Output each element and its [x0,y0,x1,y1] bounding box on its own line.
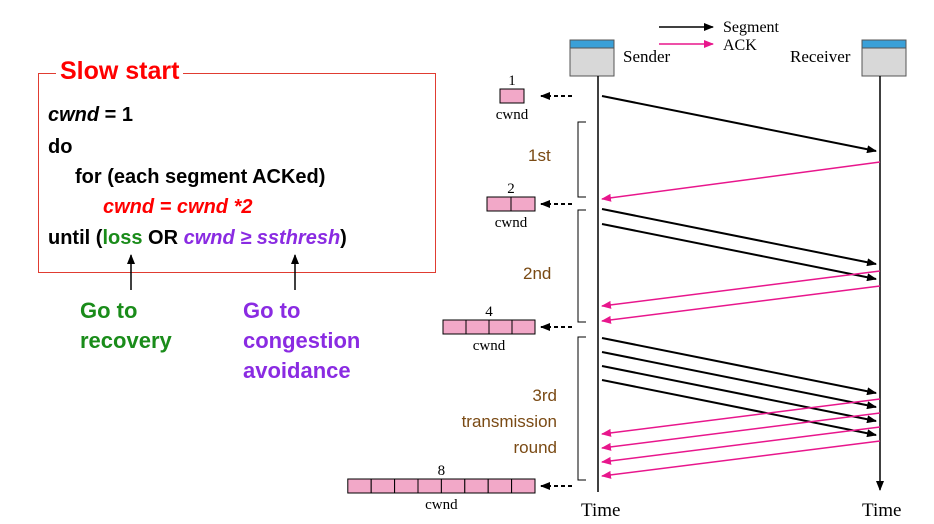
code-line-2: do [48,136,73,158]
code-line-1: cwnd = 1 [48,104,133,127]
round-3-label-line2: transmission [462,412,557,431]
ack-arrow-5 [601,412,881,451]
cwnd-var: cwnd [48,104,100,126]
ack-arrows [601,161,881,479]
segment-arrow-5 [601,351,877,410]
cwnd-label: cwnd [425,497,458,513]
cwnd-label: cwnd [496,107,529,123]
round-2-label: 2nd [523,264,551,283]
segment-arrow-2 [601,208,877,267]
cwnd-cell [417,478,442,494]
until-keyword: until ( [48,227,103,249]
cwnd-cell [465,319,490,335]
init-value: = 1 [99,104,134,126]
cwnd-size-label: 8 [438,463,446,479]
recovery-note-line1: Go to [80,298,138,323]
recovery-note-line2: recovery [80,328,172,353]
or-word: OR [142,227,184,249]
ack-arrow-2 [601,270,881,309]
ack-arrow-3 [601,285,881,324]
cwnd-window-8: 8 cwnd [347,463,536,513]
cwnd-cell [394,478,419,494]
cwnd-cell [370,478,396,494]
sender-label: Sender [623,47,671,66]
cwnd-size-label: 4 [485,304,493,320]
cwnd-window-2: 2 cwnd [486,181,536,231]
cwnd-window-1: 1 cwnd [496,73,529,123]
code-line-3: for (each segment ACKed) [75,166,326,188]
round-2-bracket [577,209,586,323]
sender-time-label: Time [581,500,620,521]
segment-arrow-7 [601,379,877,438]
avoidance-note-line3: avoidance [243,358,351,383]
legend-segment-label: Segment [723,19,780,36]
sender-icon [569,39,615,77]
cwnd-windows: 1 cwnd 2 cwnd 4 cwnd 8 cwnd [347,73,536,513]
loss-word: loss [102,227,143,249]
receiver-time-label: Time [862,500,901,521]
cwnd-cell [510,196,536,212]
ack-arrow-6 [601,426,881,465]
cwnd-size-label: 2 [507,181,515,197]
ssthresh-condition: cwnd ≥ ssthresh [183,227,341,249]
slow-start-box [38,73,436,273]
close-paren: ) [340,227,347,249]
segment-arrow-4 [601,337,877,396]
receiver-icon [861,39,907,77]
ack-arrow-1 [601,161,881,202]
round-3-label-line3: round [514,438,557,457]
cwnd-cell [464,478,489,494]
cwnd-label: cwnd [473,338,506,354]
box-title: Slow start [56,57,184,86]
round-3-label-line1: 3rd [532,386,557,405]
avoidance-note-line2: congestion [243,328,361,353]
window-pointers [540,92,572,490]
cwnd-cell [486,196,512,212]
cwnd-cell [499,88,525,104]
cwnd-size-label: 1 [508,73,516,89]
cwnd-cell [442,319,467,335]
legend-ack-label: ACK [723,37,757,54]
round-1-label: 1st [528,146,551,165]
cwnd-cell [511,319,536,335]
cwnd-cell [487,478,513,494]
avoidance-note: Go to congestion avoidance [243,296,360,386]
cwnd-label: cwnd [495,215,528,231]
cwnd-cell [488,319,513,335]
code-line-4: cwnd = cwnd *2 [103,196,253,218]
segment-arrow-3 [601,223,877,282]
segment-arrow-6 [601,365,877,424]
cwnd-cell [440,478,466,494]
segment-arrow-1 [601,95,877,154]
avoidance-note-line1: Go to [243,298,301,323]
round-3-bracket [577,336,586,481]
round-1-bracket [577,121,586,198]
code-line-5: until (loss OR cwnd ≥ ssthresh) [48,227,347,250]
ack-arrow-7 [601,440,881,479]
cwnd-cell [511,478,536,494]
cwnd-window-4: 4 cwnd [442,304,536,354]
segment-arrows [601,95,877,438]
ack-arrow-4 [601,398,881,437]
receiver-label: Receiver [790,47,851,66]
recovery-note: Go to recovery [80,296,172,356]
cwnd-cell [347,478,372,494]
